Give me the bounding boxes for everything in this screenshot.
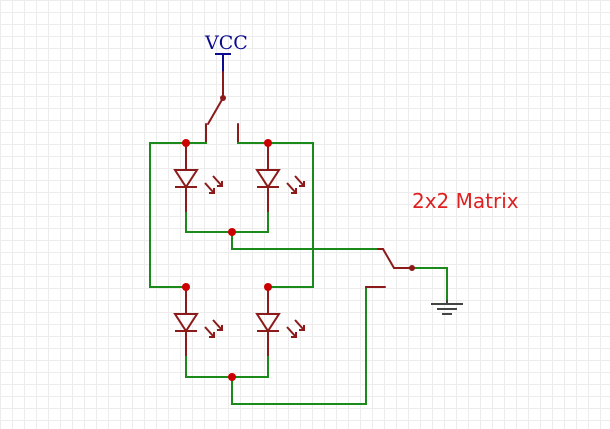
diagram-title: 2x2 Matrix	[412, 189, 519, 213]
ground-symbol	[431, 300, 463, 315]
wire-col2-return	[231, 286, 367, 405]
switch-pivot-dot	[220, 95, 226, 101]
led-row2-col1	[173, 287, 223, 356]
junction-dot	[228, 373, 236, 381]
led-triangle	[173, 169, 199, 189]
vcc-terminal: VCC	[204, 32, 248, 72]
wire-ground	[411, 267, 448, 301]
vcc-label: VCC	[204, 32, 248, 54]
wire-col1-return	[231, 231, 379, 250]
light-emission-icon	[286, 319, 305, 338]
switch-blade	[207, 97, 224, 125]
junction-dot	[182, 283, 190, 291]
wire-bottom-cathodes	[185, 355, 269, 378]
led-row2-col2	[255, 287, 305, 356]
wire-top-cathodes	[185, 211, 269, 233]
light-emission-icon	[286, 175, 305, 194]
light-emission-icon	[204, 175, 223, 194]
led-triangle	[255, 313, 281, 333]
junction-dot	[264, 283, 272, 291]
light-emission-icon	[204, 319, 223, 338]
row-select-switch	[205, 71, 239, 144]
wire-row1-bus	[149, 142, 207, 288]
junction-dot	[228, 228, 236, 236]
switch-pivot-dot	[409, 265, 415, 271]
led-row1-col1	[173, 143, 223, 212]
wire-row2-bus	[237, 142, 314, 288]
column-select-switch	[365, 248, 413, 288]
led-triangle	[173, 313, 199, 333]
junction-dot	[264, 139, 272, 147]
switch2-blade	[382, 248, 395, 269]
junctions	[182, 139, 272, 381]
led-triangle	[255, 169, 281, 189]
led-row1-col2	[255, 143, 305, 212]
wiring	[149, 142, 448, 405]
switch-pivots	[220, 95, 415, 271]
junction-dot	[182, 139, 190, 147]
